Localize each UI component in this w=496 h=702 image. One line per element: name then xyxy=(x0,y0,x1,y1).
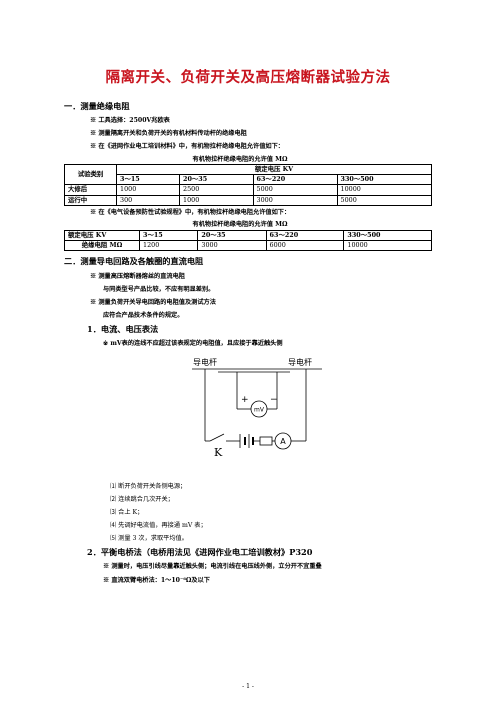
resistor-icon xyxy=(259,436,273,446)
table-row: 绝缘电阻 MΩ 1200 3000 6000 10000 xyxy=(64,240,432,252)
table1-cell: 300 xyxy=(115,194,181,206)
switch-k-label: K xyxy=(214,446,223,459)
table2-cell: 1200 xyxy=(138,240,199,252)
training-material-note: ※ 在《进网作业电工培训材料》中，有机物拉杆绝缘电阻允许值如下： xyxy=(90,143,284,150)
load-switch-note: ※ 测量负荷开关导电回路的电阻值及测试方法 xyxy=(90,299,216,306)
plus-sign: + xyxy=(241,395,249,405)
comparison-note: 与同类型号产品比较，不应有明显差别。 xyxy=(103,286,215,293)
section2-heading: 二．测量导电回路及各触圈的直流电阻 xyxy=(64,256,204,266)
fuse-resistance-note: ※ 测量高压熔断器熔丝的直流电阻 xyxy=(90,273,185,280)
ammeter-label: A xyxy=(280,437,286,446)
page-title: 隔离开关、负荷开关及高压熔断器试验方法 xyxy=(105,69,391,86)
table1-cell: 5000 xyxy=(336,194,432,206)
table2-cell: 6000 xyxy=(265,240,345,252)
table-row: 运行中 300 1000 3000 5000 xyxy=(64,194,432,206)
double-bridge-note: ※ 直流双臂电桥法：1～10⁻⁶Ω及以下 xyxy=(103,577,210,584)
wiring-note: ※ 测量时，电压引线尽量靠近触头侧；电流引线在电压线外侧，立分开不宜重叠 xyxy=(103,563,322,570)
regulation-note: ※ 在《电气设备预防性试验规程》中，有机物拉杆绝缘电阻允许值如下： xyxy=(90,209,291,216)
minus-sign: − xyxy=(270,395,278,405)
mv-meter-note: ※ mV表的连线不应超过该表规定的电阻值，且应接于靠近触头侧 xyxy=(103,340,283,347)
table2-cell: 3000 xyxy=(197,240,267,252)
step-5: ⑸ 测量 3 次，求取平均值。 xyxy=(110,535,188,542)
method1-heading: 1．电流、电压表法 xyxy=(87,324,159,334)
table1-cell: 3000 xyxy=(252,194,338,206)
mv-meter-icon xyxy=(250,400,268,418)
switch-k-icon xyxy=(209,433,225,442)
section1-heading: 一．测量绝缘电阻 xyxy=(64,101,130,111)
table1: 试验类别 额定电压 KV 3～15 20～35 63～220 330～500 大… xyxy=(64,163,432,206)
tool-selection-note: ※ 工具选择：2500V兆欧表 xyxy=(90,117,170,124)
table1-caption: 有机物拉杆绝缘电阻的允许值 MΩ xyxy=(192,156,288,163)
left-conductor-label: 导电杆 xyxy=(193,357,217,367)
measure-item-note: ※ 测量隔离开关和负荷开关的有机材料传动杆的绝缘电阻 xyxy=(90,130,247,137)
table2-cell: 10000 xyxy=(343,240,432,252)
mv-meter-label: mV xyxy=(254,407,265,414)
step-2: ⑵ 连续跳合几次开关； xyxy=(110,496,174,503)
method2-heading: 2．平衡电桥法（电桥用法见《进网作业电工培训教材》P320 xyxy=(87,547,313,557)
table2: 额定电压 KV 3～15 20～35 63～220 330～500 绝缘电阻 M… xyxy=(64,229,432,252)
right-conductor-label: 导电杆 xyxy=(288,357,312,367)
page-number: - 1 - xyxy=(242,683,254,690)
step-4: ⑷ 先调好电流值，再接通 mV 表； xyxy=(110,522,207,529)
spec-note: 应符合产品技术条件的规定。 xyxy=(103,312,184,319)
step-1: ⑴ 断开负荷开关各侧电源； xyxy=(110,483,187,490)
step-3: ⑶ 合上 K； xyxy=(110,509,144,516)
table2-caption: 有机物拉杆绝缘电阻的允许值 MΩ xyxy=(192,221,288,228)
